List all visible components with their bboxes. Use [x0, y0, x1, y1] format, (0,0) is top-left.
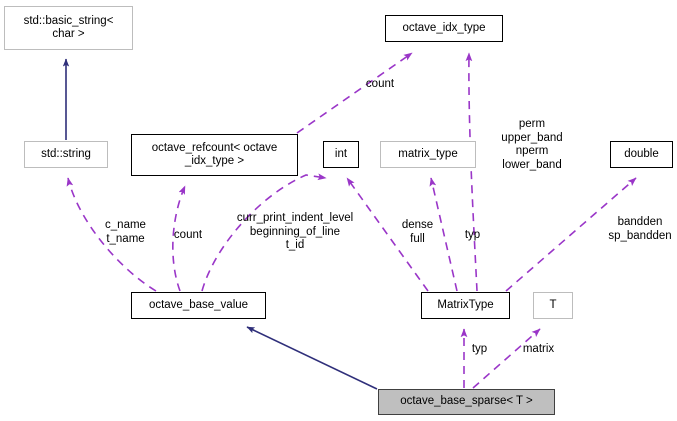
edge-refcount-to-idx-type [296, 52, 413, 134]
node-label: matrix_type [398, 147, 458, 160]
node-label: int [334, 147, 348, 160]
node-std-string[interactable]: std::string [24, 141, 108, 168]
node-octave-idx-type[interactable]: octave_idx_type [385, 15, 503, 42]
edge-matrixtype-to-double [505, 177, 637, 292]
node-octave-refcount[interactable]: octave_refcount< octave _idx_type > [131, 134, 298, 176]
edge-base-value-to-int [201, 173, 327, 292]
edge-sparse-to-T [472, 328, 541, 389]
node-T[interactable]: T [533, 292, 573, 319]
node-int[interactable]: int [323, 141, 359, 168]
node-matrix-type[interactable]: matrix_type [380, 141, 476, 168]
node-matrixtype[interactable]: MatrixType [421, 292, 510, 319]
node-label: octave_base_sparse< T > [400, 395, 533, 408]
node-double[interactable]: double [610, 141, 673, 168]
node-label: MatrixType [437, 298, 494, 311]
node-label: double [624, 147, 659, 160]
edge-sparse-to-base-value [246, 326, 378, 390]
node-label: T [549, 298, 557, 311]
node-label: octave_refcount< octave _idx_type > [151, 141, 278, 168]
edge-matrixtype-to-int [346, 177, 429, 292]
node-label: octave_base_value [148, 298, 249, 311]
edge-matrixtype-to-matrix-type [429, 177, 458, 292]
node-label: octave_idx_type [402, 21, 486, 34]
node-label: std::string [41, 147, 91, 160]
node-octave-base-value[interactable]: octave_base_value [131, 292, 266, 319]
node-octave-base-sparse[interactable]: octave_base_sparse< T > [378, 389, 555, 415]
node-std-basic-string[interactable]: std::basic_string< char > [4, 6, 133, 50]
edge-matrixtype-to-idx-type [465, 52, 478, 292]
node-label: std::basic_string< char > [23, 14, 114, 41]
edge-base-value-to-std-string [66, 177, 157, 292]
edge-base-value-to-refcount [172, 185, 186, 292]
